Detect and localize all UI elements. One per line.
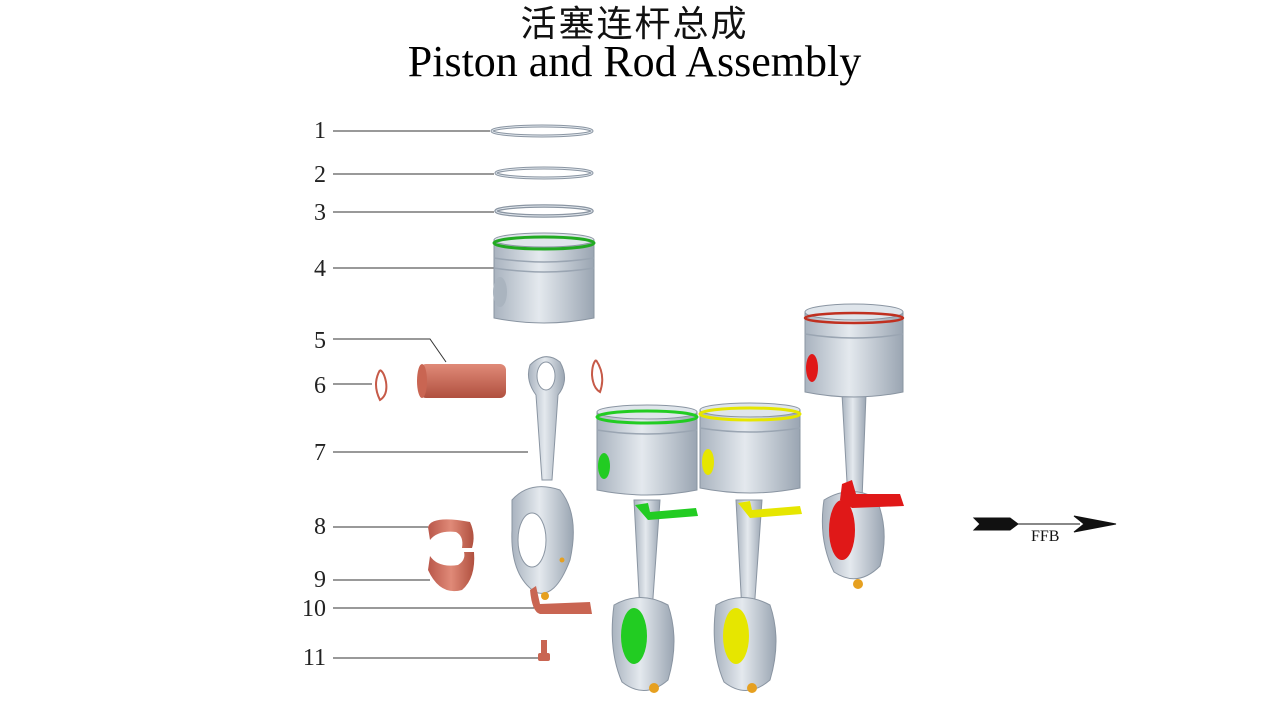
piston-ring-2 xyxy=(494,166,594,180)
callout-3: 3 xyxy=(314,200,326,226)
bearing-shell-8 xyxy=(428,519,474,548)
callout-4: 4 xyxy=(314,256,326,282)
callout-7: 7 xyxy=(314,440,326,466)
rod-bolt-10 xyxy=(530,586,592,614)
assembly-red xyxy=(803,303,905,589)
piston-ring-3 xyxy=(494,204,594,218)
circlip-6-left xyxy=(375,369,388,402)
ffb-arrow xyxy=(972,515,1117,533)
piston-ring-1 xyxy=(490,124,594,138)
ffb-label: FFB xyxy=(1031,528,1060,545)
callout-10: 10 xyxy=(302,596,326,622)
assembly-green xyxy=(595,404,699,693)
callout-1: 1 xyxy=(314,118,326,144)
connecting-rod-7 xyxy=(511,356,574,600)
callout-9: 9 xyxy=(314,567,326,593)
callout-11: 11 xyxy=(302,645,326,671)
title-chinese: 活塞连杆总成 xyxy=(520,4,749,45)
leader-lines xyxy=(333,130,540,659)
piston-pin-5 xyxy=(417,364,506,398)
assembly-yellow xyxy=(698,402,802,693)
piston-4 xyxy=(492,232,596,324)
bearing-shell-9 xyxy=(428,552,475,592)
leader-line-5 xyxy=(333,338,447,363)
callout-2: 2 xyxy=(314,162,326,188)
title-english: Piston and Rod Assembly xyxy=(407,37,862,86)
rod-nut-11 xyxy=(538,640,550,661)
callout-6: 6 xyxy=(314,373,326,399)
callout-5: 5 xyxy=(314,328,326,354)
circlip-6-right xyxy=(590,359,604,394)
callout-8: 8 xyxy=(314,514,326,540)
